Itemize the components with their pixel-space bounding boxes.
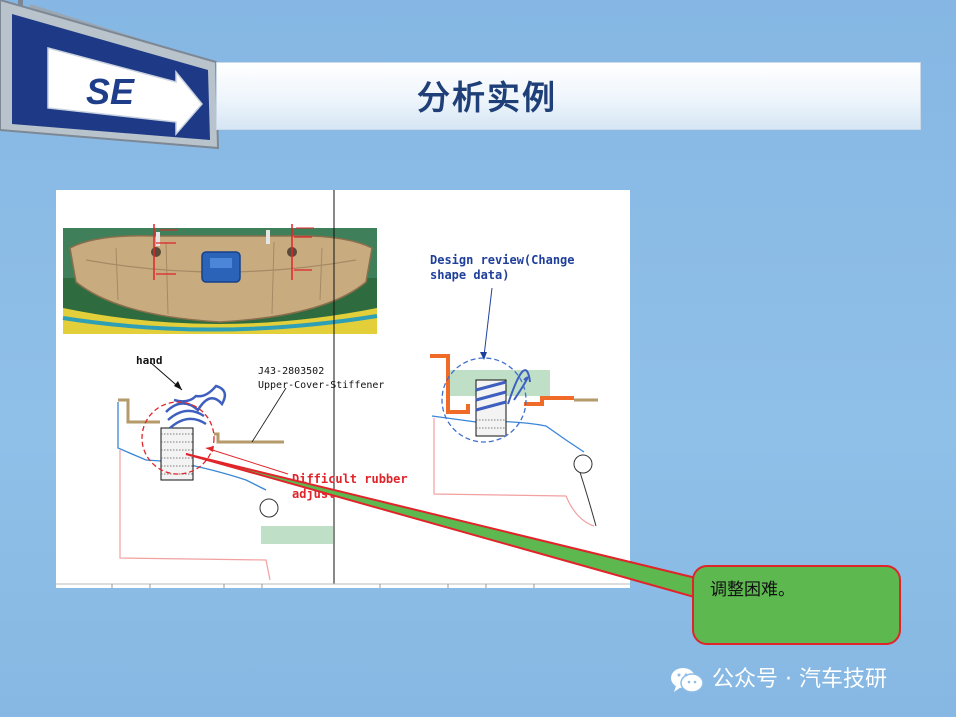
revised-section-drawing (430, 287, 598, 527)
current-section-drawing (117, 361, 333, 581)
design-review-label-line2: shape data) (430, 268, 510, 282)
bumper-photo (62, 224, 378, 334)
watermark-text: 公众号 · 汽车技研 (712, 667, 887, 692)
part-name-label: Upper-Cover-Stiffener (258, 380, 385, 391)
issue-label-line1: Difficult rubber (292, 472, 408, 486)
se-signboard (0, 0, 236, 150)
callout-text: 调整困难。 (710, 580, 795, 600)
wechat-icon (671, 668, 704, 693)
title-bar (216, 62, 921, 130)
watermark: 公众号 · 汽车技研 (670, 664, 940, 696)
design-review-label-line1: Design review(Change (430, 253, 575, 267)
hand-label: hand (136, 354, 163, 367)
issue-label-line2: adjust (292, 487, 336, 501)
part-number-label: J43-2803502 (258, 366, 325, 377)
sign-label: SE (86, 71, 135, 112)
page-title: 分析实例 (417, 78, 557, 117)
